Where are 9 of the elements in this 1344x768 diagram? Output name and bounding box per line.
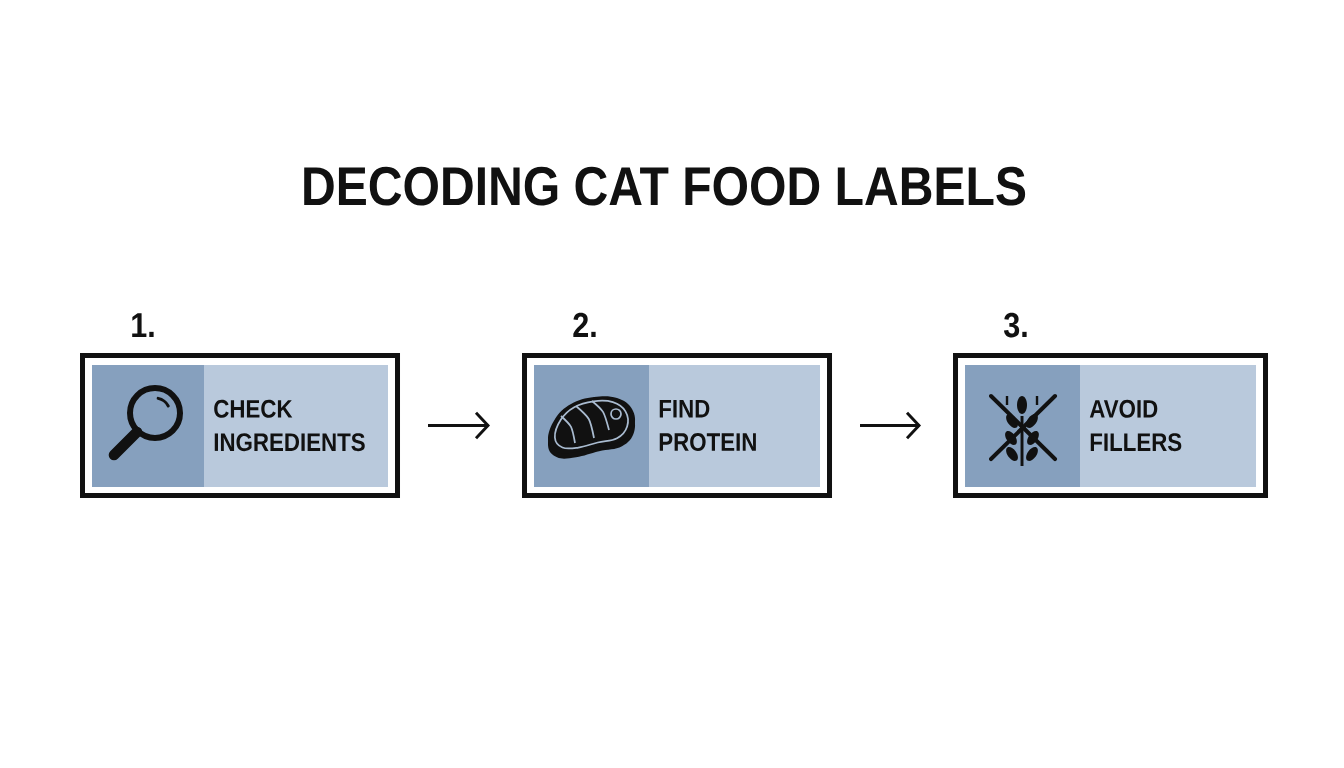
step-number: 3.	[1003, 312, 1027, 338]
step-box: AVOID FILLERS	[953, 353, 1268, 498]
arrow	[860, 411, 921, 440]
step-box: CHECK INGREDIENTS	[80, 353, 400, 498]
title: DECODING CAT FOOD LABELS	[304, 166, 1026, 206]
arrow	[428, 411, 490, 440]
step-box: FIND PROTEIN	[522, 353, 832, 498]
step-number: 1.	[132, 313, 154, 337]
step-number: 2.	[573, 312, 596, 337]
